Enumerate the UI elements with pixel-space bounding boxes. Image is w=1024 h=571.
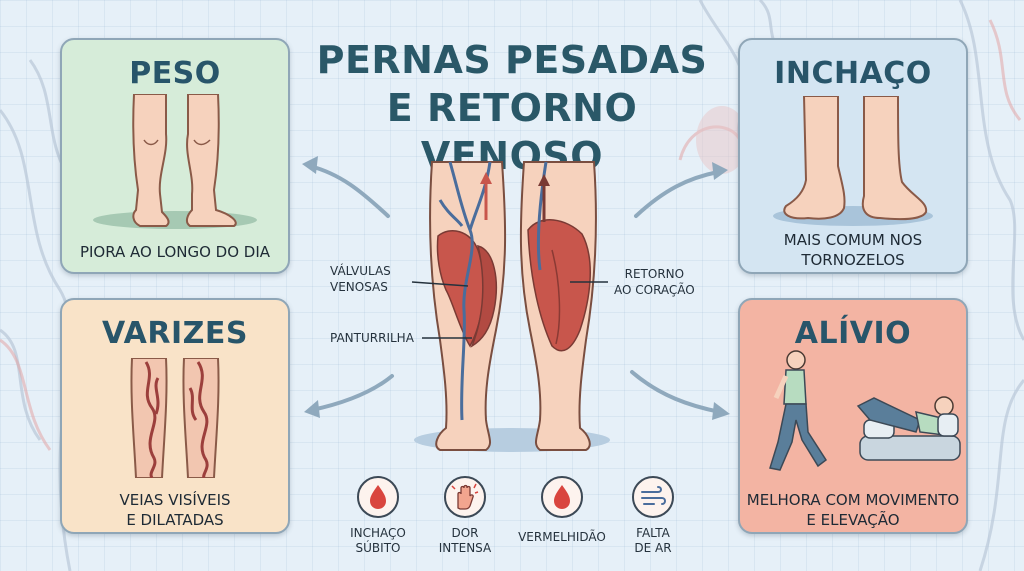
- card-inchaco-caption: MAIS COMUM NOS TORNOZELOS: [746, 230, 960, 270]
- warning-icon-inchaco-subito: [357, 476, 399, 518]
- warning-inchaco-subito: INCHAÇO SÚBITO: [338, 526, 418, 556]
- label-retorno-line-2: AO CORAÇÃO: [614, 283, 695, 297]
- label-valvulas-venosas: VÁLVULAS VENOSAS: [330, 263, 391, 295]
- card-varizes-title: VARIZES: [101, 316, 248, 351]
- warning-dor-intensa: DOR INTENSA: [425, 526, 505, 556]
- warning-4-line-2: DE AR: [634, 541, 672, 555]
- warning-1-line-2: SÚBITO: [355, 541, 401, 555]
- card-peso-caption: PIORA AO LONGO DO DIA: [79, 243, 271, 261]
- left-vein: [448, 161, 474, 421]
- card-peso: PESO PIORA AO LONGO DO DIA: [60, 38, 290, 274]
- warning-2-line-2: INTENSA: [438, 541, 492, 555]
- card-varizes-caption: VEIAS VISÍVEIS E DILATADAS: [68, 490, 282, 530]
- warning-1-line-1: INCHAÇO: [350, 526, 406, 540]
- card-inchaco-title: INCHAÇO: [774, 56, 932, 91]
- card-alivio-title: ALÍVIO: [794, 316, 912, 351]
- right-vein: [536, 161, 548, 271]
- arrow-to-varizes: [310, 374, 394, 412]
- walking-and-resting-illustration: [769, 350, 961, 471]
- varicose-veins-illustration: [130, 358, 220, 478]
- warning-icon-vermelhidao: [541, 476, 583, 518]
- card-alivio: ALÍVIO MELHORA COM MOVIMENTO E ELEVAÇÃO: [738, 298, 968, 534]
- arrow-to-inchaco: [634, 170, 720, 218]
- card-inchaco: INCHAÇO MAIS COMUM NOS TORNOZELOS: [738, 38, 968, 274]
- blood-drop-icon: [554, 485, 570, 509]
- page-title: PERNAS PESADAS E RETORNO VENOSO: [300, 36, 724, 180]
- arrow-to-peso: [308, 164, 390, 218]
- card-varizes-caption-line-1: VEIAS VISÍVEIS: [119, 491, 231, 509]
- card-varizes: VARIZES VEIAS VISÍVEIS E DILATADAS: [60, 298, 290, 534]
- label-panturrilha: PANTURRILHA: [330, 331, 414, 345]
- label-valvulas-line-1: VÁLVULAS: [330, 264, 391, 278]
- card-peso-title: PESO: [129, 56, 221, 91]
- warning-icon-dor-intensa: [444, 476, 486, 518]
- card-varizes-caption-line-2: E DILATADAS: [126, 511, 224, 529]
- card-alivio-caption-line-1: MELHORA COM MOVIMENTO: [746, 491, 960, 509]
- blood-drop-icon: [370, 485, 386, 509]
- pain-hand-icon: [451, 483, 479, 510]
- label-valvulas-line-2: VENOSAS: [330, 280, 388, 294]
- card-inchaco-caption-line-1: MAIS COMUM NOS: [783, 231, 923, 249]
- standing-legs-illustration: [93, 94, 257, 229]
- swollen-ankles-illustration: [773, 96, 933, 226]
- label-retorno-line-1: RETORNO: [624, 267, 685, 281]
- card-inchaco-caption-line-2: TORNOZELOS: [801, 251, 905, 269]
- arrow-to-alivio: [630, 370, 722, 414]
- warning-2-line-1: DOR: [451, 526, 479, 540]
- right-calf-muscle: [527, 219, 591, 352]
- warning-falta-de-ar: FALTA DE AR: [613, 526, 693, 556]
- title-line-1: PERNAS PESADAS: [316, 38, 708, 82]
- wind-icon: [641, 486, 666, 505]
- warning-3-line-1: VERMELHIDÃO: [518, 530, 606, 544]
- card-alivio-caption: MELHORA COM MOVIMENTO E ELEVAÇÃO: [746, 490, 960, 530]
- label-retorno-ao-coracao: RETORNO AO CORAÇÃO: [614, 266, 695, 298]
- warning-vermelhidao: VERMELHIDÃO: [512, 530, 612, 545]
- warning-4-line-1: FALTA: [636, 526, 670, 540]
- card-alivio-caption-line-2: E ELEVAÇÃO: [806, 511, 900, 529]
- warning-icon-falta-de-ar: [632, 476, 674, 518]
